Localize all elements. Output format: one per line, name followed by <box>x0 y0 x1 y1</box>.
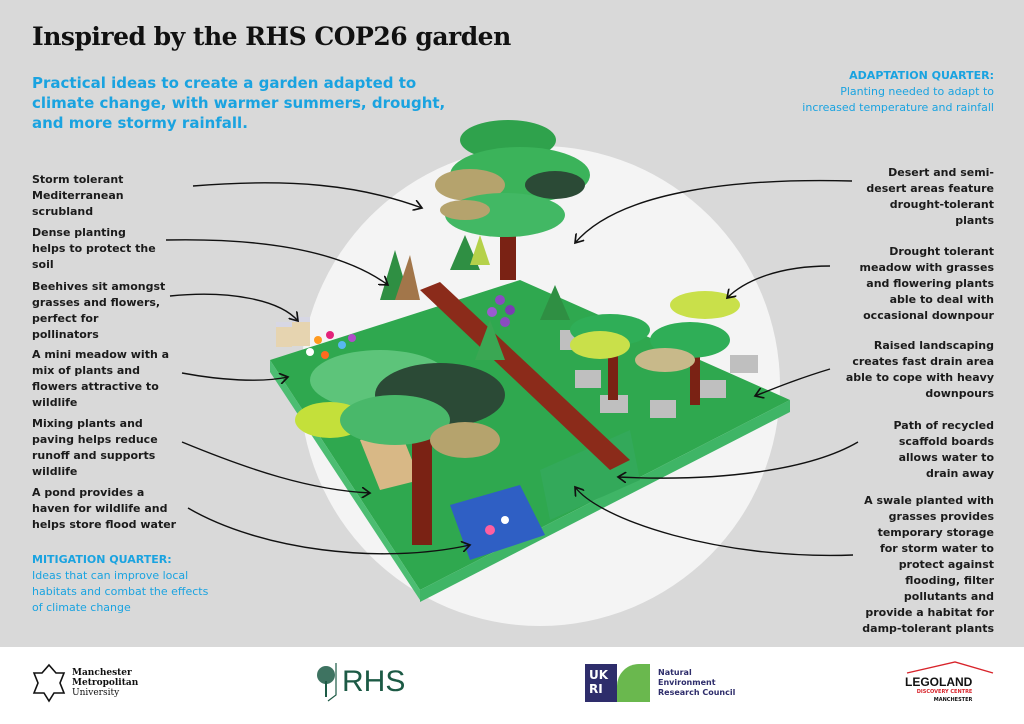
beehive <box>276 325 292 347</box>
arrow-plants-paving <box>181 441 370 493</box>
ukri-mark: UK RI <box>585 664 650 702</box>
ukri-nerc-logo: UK RI Natural Environment Research Counc… <box>585 664 735 702</box>
nerc-line-1: Natural <box>658 668 692 677</box>
mmu-line-2: Metropolitan <box>72 678 139 688</box>
arrow-pond <box>187 507 470 555</box>
arrow-scaffold-path <box>618 441 859 478</box>
arrow-scrubland <box>192 182 422 208</box>
palm-trunk <box>608 340 618 400</box>
arrow-desert <box>575 179 853 243</box>
label-scaffold-path: Path of recycled scaffold boards allows … <box>893 419 994 480</box>
beehive <box>292 320 310 346</box>
label-pond: A pond provides a haven for wildlife and… <box>32 486 177 531</box>
arrow-dense-planting <box>165 239 388 285</box>
scaffold-path <box>420 282 630 470</box>
label-dense-planting: Dense planting helps to protect the soil <box>32 226 156 271</box>
label-swale: A swale planted with grasses provides te… <box>862 494 994 635</box>
legoland-wordmark: LEGOLAND <box>905 675 973 689</box>
mitigation-quarter: MITIGATION QUARTER: Ideas that can impro… <box>32 552 212 616</box>
page-title: Inspired by the RHS COP26 garden <box>32 22 511 51</box>
legoland-roof-icon <box>906 661 994 674</box>
footer-logos: Manchester Metropolitan University RHS U… <box>0 647 1024 724</box>
palm-trunk <box>690 345 700 405</box>
arrow-raised-landscaping <box>755 368 831 396</box>
adaptation-quarter: ADAPTATION QUARTER: Planting needed to a… <box>794 68 994 116</box>
flowers <box>306 295 515 535</box>
raised-blocks <box>560 330 758 418</box>
arrow-beehives <box>169 293 298 321</box>
arrow-swale <box>575 487 854 557</box>
label-mini-meadow: A mini meadow with a mix of plants and f… <box>32 348 170 409</box>
adaptation-quarter-text: Planting needed to adapt to increased te… <box>802 85 994 114</box>
rhs-tree-icon <box>317 663 337 702</box>
label-desert: Desert and semi-desert areas feature dro… <box>866 166 994 227</box>
tree-canopy <box>435 120 590 237</box>
tree-trunk <box>412 420 432 545</box>
palm-leaves <box>570 291 740 372</box>
callout-arrows <box>165 179 859 557</box>
mmu-line-3: University <box>72 688 120 698</box>
label-drought-meadow: Drought tolerant meadow with grasses and… <box>859 245 994 322</box>
base-plate-side-right <box>420 400 790 602</box>
lower-tree-canopy <box>295 350 505 458</box>
paving <box>360 430 420 490</box>
legoland-location: MANCHESTER <box>933 697 973 703</box>
label-plants-paving: Mixing plants and paving helps reduce ru… <box>32 417 158 478</box>
mmu-emblem-icon <box>32 663 66 703</box>
grasses <box>380 235 570 360</box>
nerc-line-3: Research Council <box>658 688 736 697</box>
arrow-mini-meadow <box>181 372 288 380</box>
rhs-logo: RHS <box>314 661 405 703</box>
legoland-subtitle: DISCOVERY CENTRE <box>916 689 973 695</box>
legoland-logo: LEGOLAND DISCOVERY CENTRE MANCHESTER <box>905 661 994 703</box>
adaptation-quarter-heading: ADAPTATION QUARTER: <box>849 69 994 82</box>
pond <box>450 485 545 560</box>
rhs-wordmark: RHS <box>342 665 406 698</box>
mitigation-quarter-text: Ideas that can improve local habitats an… <box>32 569 209 614</box>
arrow-drought-meadow <box>727 265 831 298</box>
label-scrubland: Storm tolerant Mediterranean scrubland <box>32 173 124 218</box>
mitigation-quarter-heading: MITIGATION QUARTER: <box>32 553 172 566</box>
nerc-line-2: Environment <box>658 678 716 687</box>
mmu-logo: Manchester Metropolitan University <box>32 663 138 703</box>
page-subtitle: Practical ideas to create a garden adapt… <box>32 74 446 132</box>
label-raised-landscaping: Raised landscaping creates fast drain ar… <box>845 339 994 400</box>
label-beehives: Beehives sit amongst grasses and flowers… <box>32 280 166 341</box>
mmu-line-1: Manchester <box>72 668 132 678</box>
